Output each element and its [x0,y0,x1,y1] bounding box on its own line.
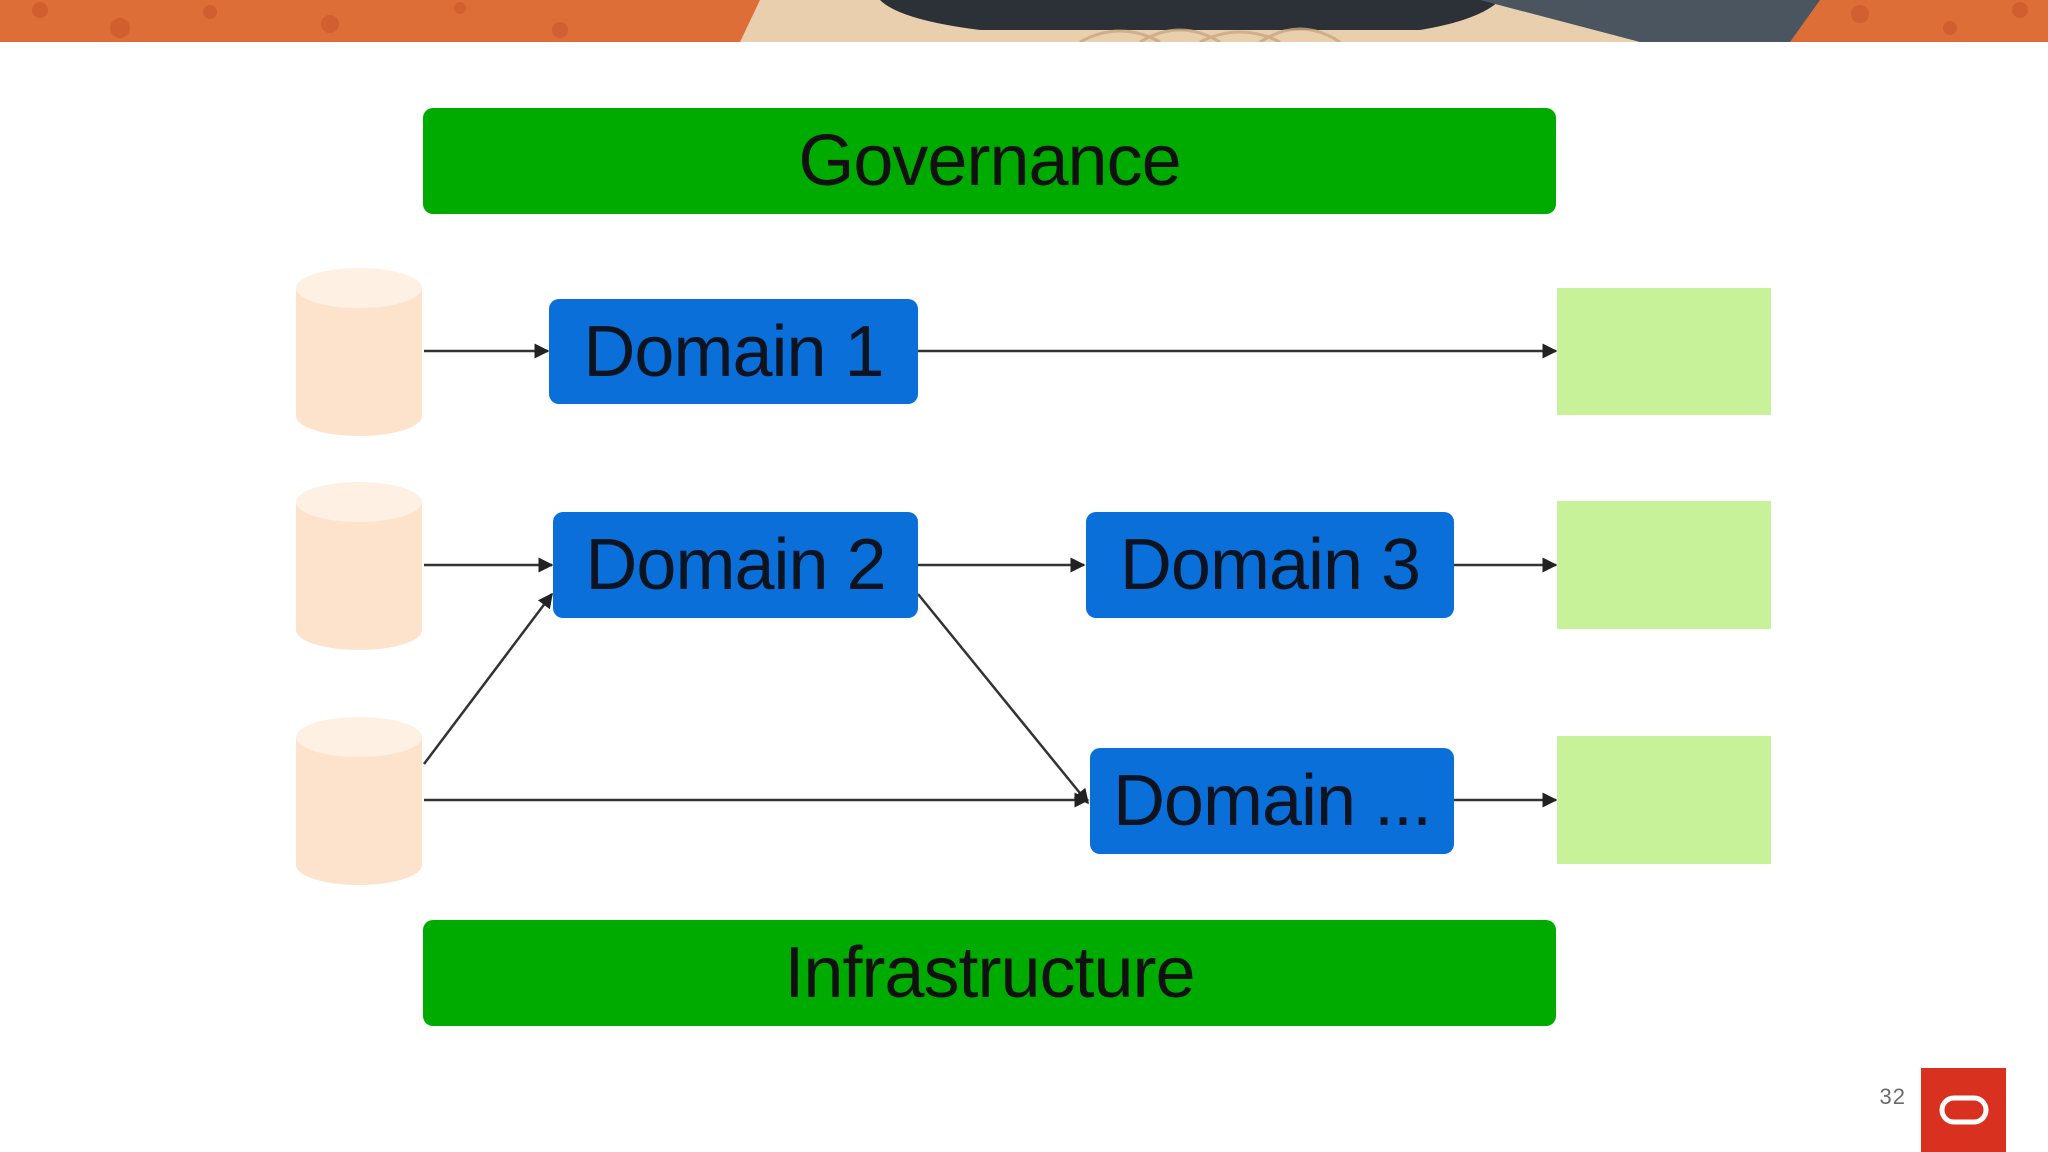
output-box [1557,501,1771,629]
infrastructure-bar: Infrastructure [423,920,1556,1026]
governance-label: Governance [798,121,1181,201]
oracle-logo-icon [1921,1068,2006,1152]
domain-label: Domain ... [1112,761,1432,841]
top-banner-artwork [0,0,2048,42]
infrastructure-label: Infrastructure [784,933,1195,1013]
output-box [1557,736,1771,864]
domain-box-3: Domain 3 [1086,512,1454,618]
domain-label: Domain 2 [585,525,886,605]
domain-box-2: Domain 2 [553,512,918,618]
domain-label: Domain 3 [1119,525,1421,605]
domain-label: Domain 1 [583,311,884,392]
source-database-icon [296,482,422,650]
domain-box-1: Domain 1 [549,299,918,404]
arrow-source3-domain2 [423,592,553,765]
domain-box-more: Domain ... [1090,748,1454,854]
page-number: 32 [1879,1084,1906,1109]
output-box [1557,288,1771,415]
arrow-domain2-domainN [917,593,1089,805]
source-database-icon [296,717,422,885]
governance-bar: Governance [423,108,1556,214]
source-database-icon [296,268,422,436]
